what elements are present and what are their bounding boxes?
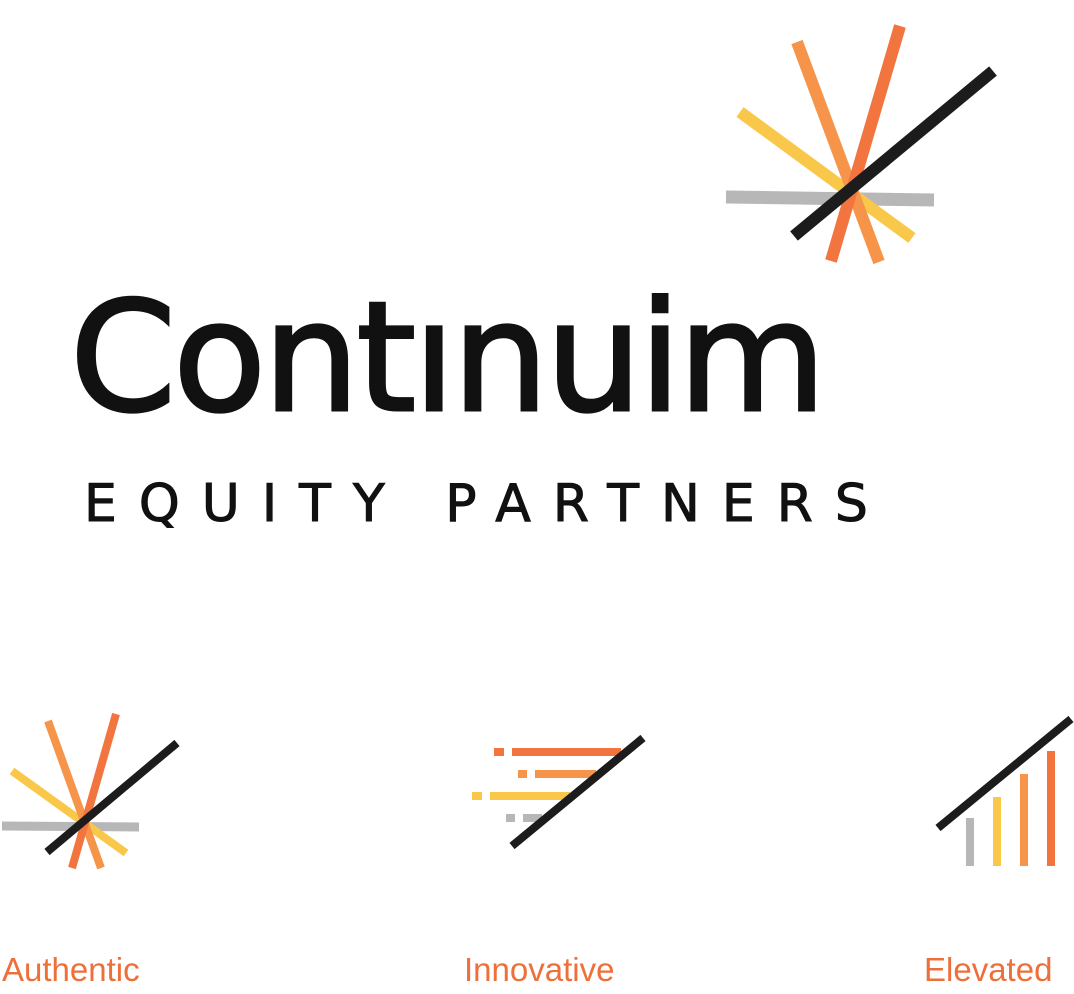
starburst-icon	[1, 712, 180, 870]
brand-wordmark: Contınuim	[68, 269, 827, 446]
value-label-innovative: Innovative	[464, 951, 615, 988]
value-label-elevated: Elevated	[924, 951, 1053, 988]
speed-lines-icon	[472, 734, 646, 850]
continuim-starburst-logo-icon	[725, 24, 997, 265]
rising-bars-icon	[935, 715, 1074, 866]
brand-subtitle: EQUITY PARTNERS	[84, 474, 890, 534]
value-label-authentic: Authentic	[2, 951, 140, 988]
